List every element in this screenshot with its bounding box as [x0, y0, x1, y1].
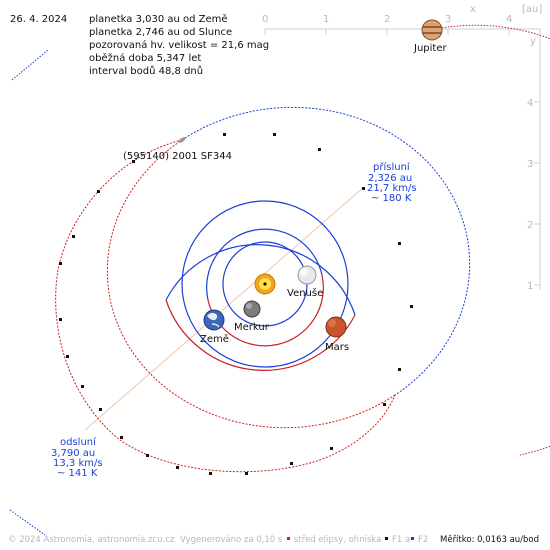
orbit-marker: [146, 454, 149, 457]
orbit-marker: [72, 235, 75, 238]
orbit-marker: [132, 160, 135, 163]
y-tick-label: 2: [527, 220, 533, 231]
info-line: planetka 2,746 au od Slunce: [89, 27, 232, 38]
y-axis-label: y: [530, 36, 536, 47]
jupiter-orbit-segment: [9, 509, 46, 536]
orbit-marker: [398, 242, 401, 245]
aphelion-speed: 13,3 km/s: [53, 458, 103, 469]
date-label: 26. 4. 2024: [10, 14, 67, 25]
info-line: planetka 3,030 au od Země: [89, 13, 228, 25]
sun-icon: [254, 273, 276, 295]
generated-text: Vygenerováno za 0,10 s: [180, 535, 283, 545]
orbit-marker: [245, 472, 248, 475]
orbit-marker: [66, 355, 69, 358]
perihelion-title: přísluní: [373, 161, 411, 173]
venus-orbit-a: [206, 228, 323, 301]
copyright-text: © 2024 Astronomia, astronomia.zcu.cz: [8, 535, 175, 545]
orbit-marker: [81, 385, 84, 388]
venus-icon: [297, 265, 317, 285]
jupiter-label: Jupiter: [413, 43, 447, 54]
orbit-marker: [97, 190, 100, 193]
f2-legend: F2: [418, 535, 428, 545]
orbit-marker: [290, 462, 293, 465]
axes: [264, 28, 541, 290]
scale-text: Měřítko: 0,0163 au/bod: [440, 535, 539, 545]
info-line: interval bodů 48,8 dnů: [89, 65, 203, 77]
mercury-label: Merkur: [234, 322, 270, 333]
perihelion-temp: ~ 180 K: [371, 193, 412, 204]
asteroid-orbit-red: [106, 139, 396, 429]
venus-label: Venuše: [287, 287, 323, 299]
orbit-marker: [398, 368, 401, 371]
orbit-marker: [318, 148, 321, 151]
x-tick-label: 1: [323, 14, 329, 25]
orbit-marker: [59, 318, 62, 321]
f2-marker-icon: [411, 537, 414, 540]
orbit-marker: [273, 133, 276, 136]
orbit-marker: [330, 447, 333, 450]
unit-label: [au]: [522, 4, 542, 15]
orbit-marker: [59, 262, 62, 265]
x-tick-label: 0: [262, 14, 268, 25]
f1-legend: F1 a: [392, 535, 410, 545]
asteroid-orbit-blue: [181, 106, 471, 396]
orbit-marker: [223, 133, 226, 136]
mercury-icon: [243, 300, 261, 318]
orbit-marker: [99, 408, 102, 411]
orbit-marker: [362, 187, 365, 190]
center-legend: střed elipsy, ohniska: [294, 535, 381, 545]
perihelion-speed: 21,7 km/s: [367, 183, 417, 194]
x-axis-label: x: [470, 4, 476, 15]
y-tick-label: 3: [527, 159, 533, 170]
jupiter-orbit: [429, 24, 550, 456]
apsides-line: [84, 186, 365, 431]
x-tick-label: 4: [506, 14, 512, 25]
mars-orbit-b: [165, 299, 356, 371]
orbit-marker: [410, 305, 413, 308]
orbit-marker: [383, 403, 386, 406]
f1-marker-icon: [385, 537, 388, 540]
perihelion-distance: 2,326 au: [368, 173, 412, 184]
earth-orbit: [181, 200, 349, 368]
orbit-markers: [59, 133, 413, 475]
orbit-marker: [176, 466, 179, 469]
jupiter-orbit-segment: [11, 49, 49, 81]
earth-label: Země: [200, 333, 229, 345]
aphelion-temp: ~ 141 K: [57, 468, 98, 479]
aphelion-title: odsluní: [60, 436, 97, 448]
asteroid-icon: [178, 137, 186, 143]
center-marker-icon: [287, 537, 290, 540]
mars-icon: [325, 316, 347, 338]
aphelion-distance: 3,790 au: [51, 448, 95, 459]
mars-label: Mars: [325, 342, 349, 353]
x-tick-label: 2: [384, 14, 390, 25]
asteroid-orbit-aphelion-side: [55, 139, 396, 473]
orbit-marker: [120, 436, 123, 439]
jupiter-icon: [421, 19, 443, 41]
x-tick-label: 3: [445, 14, 451, 25]
asteroid-label: (595140) 2001 SF344: [123, 151, 232, 162]
y-tick-label: 4: [527, 98, 533, 109]
orbit-marker: [209, 472, 212, 475]
info-line: pozorovaná hv. velikost = 21,6 mag: [89, 39, 269, 51]
info-line: oběžná doba 5,347 let: [89, 52, 201, 64]
mars-orbit-a: [165, 244, 356, 316]
earth-icon: [203, 309, 225, 331]
y-tick-label: 1: [527, 281, 533, 292]
